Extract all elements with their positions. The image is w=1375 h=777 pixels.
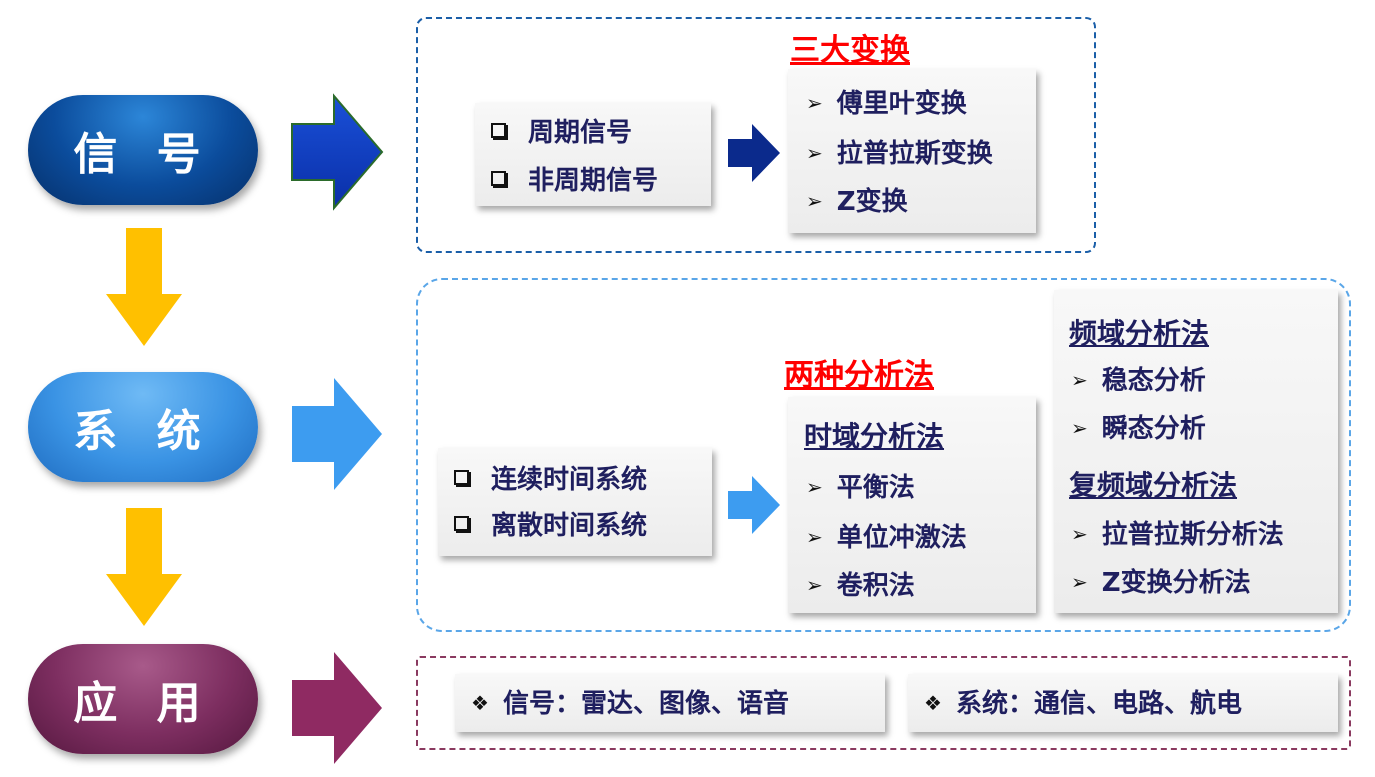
arrowhead-bullet-icon: ➢ <box>1071 368 1088 392</box>
diamond-bullet-icon: ❖ <box>471 691 489 715</box>
down-arrow-1 <box>106 228 182 346</box>
signal-apps-card: ❖信号：雷达、图像、语音 <box>455 674 885 732</box>
square-bullet-icon <box>491 171 506 186</box>
signal-types-card: 周期信号 非周期信号 <box>475 103 711 206</box>
transform-laplace: ➢拉普拉斯变换 <box>806 139 993 169</box>
signal-type-periodic: 周期信号 <box>491 117 632 149</box>
stage-application-label: 应 用 <box>73 678 213 729</box>
system-apps-card: ❖系统：通信、电路、航电 <box>908 674 1338 732</box>
signal-transforms-card: ➢傅里叶变换 ➢拉普拉斯变换 ➢Z变换 <box>788 69 1036 233</box>
stage-application: 应 用 <box>28 644 258 754</box>
complex-frequency-item: ➢拉普拉斯分析法 <box>1071 520 1284 550</box>
diamond-bullet-icon: ❖ <box>924 691 942 715</box>
stage-system: 系 统 <box>28 372 258 482</box>
time-domain-item: ➢平衡法 <box>806 473 915 503</box>
stage-signal: 信 号 <box>28 95 258 205</box>
signal-transforms-title: 三大变换 <box>790 33 910 68</box>
application-frame <box>416 656 1351 750</box>
frequency-domain-item: ➢稳态分析 <box>1071 366 1206 396</box>
right-arrow-system <box>292 378 382 490</box>
arrowhead-bullet-icon: ➢ <box>1071 416 1088 440</box>
frequency-domain-item: ➢瞬态分析 <box>1071 414 1206 444</box>
small-arrow-signal <box>728 124 780 182</box>
system-apps: ❖系统：通信、电路、航电 <box>924 689 1242 719</box>
time-domain-heading: 时域分析法 <box>804 420 945 453</box>
system-type-discrete: 离散时间系统 <box>454 510 647 542</box>
arrowhead-bullet-icon: ➢ <box>806 475 823 499</box>
small-arrow-system <box>728 476 780 534</box>
arrowhead-bullet-icon: ➢ <box>806 141 823 165</box>
arrowhead-bullet-icon: ➢ <box>806 573 823 597</box>
square-bullet-icon <box>454 516 469 531</box>
right-arrow-signal <box>291 93 384 211</box>
arrowhead-bullet-icon: ➢ <box>806 189 823 213</box>
square-bullet-icon <box>454 470 469 485</box>
down-arrow-2 <box>106 508 182 626</box>
arrowhead-bullet-icon: ➢ <box>806 91 823 115</box>
transform-fourier: ➢傅里叶变换 <box>806 89 967 119</box>
arrowhead-bullet-icon: ➢ <box>1071 522 1088 546</box>
complex-frequency-heading: 复频域分析法 <box>1069 469 1238 502</box>
arrowhead-bullet-icon: ➢ <box>806 525 823 549</box>
time-domain-card: 时域分析法 ➢平衡法 ➢单位冲激法 ➢卷积法 <box>788 397 1036 613</box>
signal-frame <box>416 17 1096 253</box>
square-bullet-icon <box>491 123 506 138</box>
stage-signal-label: 信 号 <box>73 129 213 180</box>
system-frame <box>416 278 1351 632</box>
signal-apps: ❖信号：雷达、图像、语音 <box>471 689 789 719</box>
frequency-domain-card: 频域分析法 ➢稳态分析 ➢瞬态分析 复频域分析法 ➢拉普拉斯分析法 ➢Z变换分析… <box>1054 290 1338 613</box>
complex-frequency-item: ➢Z变换分析法 <box>1071 568 1251 598</box>
system-type-continuous: 连续时间系统 <box>454 464 647 496</box>
signal-type-aperiodic: 非周期信号 <box>491 165 658 197</box>
system-methods-title: 两种分析法 <box>784 358 934 393</box>
time-domain-item: ➢卷积法 <box>806 571 915 601</box>
arrowhead-bullet-icon: ➢ <box>1071 570 1088 594</box>
frequency-domain-heading: 频域分析法 <box>1069 317 1210 350</box>
transform-z: ➢Z变换 <box>806 187 908 217</box>
stage-system-label: 系 统 <box>73 406 213 457</box>
right-arrow-application <box>292 652 382 764</box>
time-domain-item: ➢单位冲激法 <box>806 523 967 553</box>
system-types-card: 连续时间系统 离散时间系统 <box>438 448 712 556</box>
